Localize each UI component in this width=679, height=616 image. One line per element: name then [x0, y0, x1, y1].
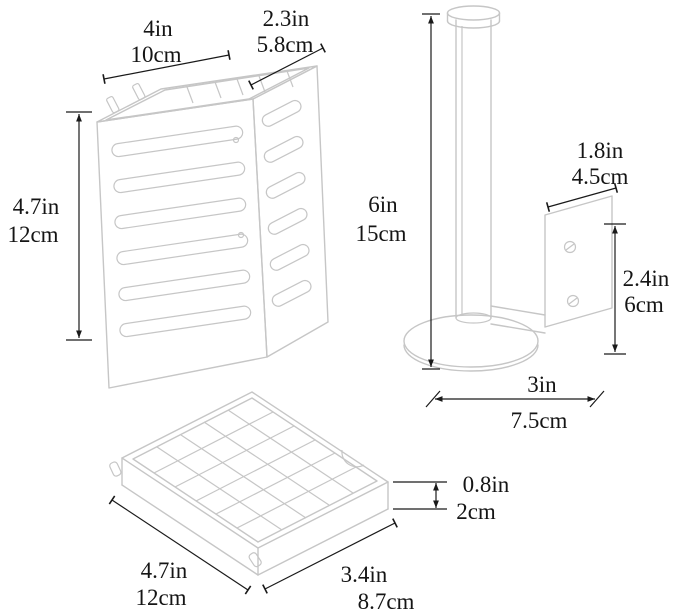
basket-front-slots: [111, 125, 252, 338]
base-width-cm-label: 7.5cm: [511, 408, 568, 433]
holder-height-cm-label: 15cm: [355, 221, 406, 246]
basket-rivet: [232, 136, 240, 144]
base-width-ext-right: [589, 390, 605, 408]
tray-length-cm-label: 12cm: [135, 585, 186, 610]
tray-thickness-cm-label: 2cm: [456, 499, 496, 524]
basket-height-in-label: 4.7in: [13, 194, 60, 219]
basket-side-slots: [261, 99, 312, 307]
tray-notch: [341, 449, 365, 468]
basket-width-dim-line: [102, 50, 231, 84]
basket-tab: [106, 96, 120, 114]
tray-width-dim-line: [262, 518, 398, 594]
plate-height-cm-label: 6cm: [624, 292, 664, 317]
tray-width-in-label: 3.4in: [341, 562, 388, 587]
tray-tab: [248, 552, 262, 568]
basket-rivet: [237, 231, 245, 239]
plate-width-in-label: 1.8in: [577, 138, 624, 163]
tray-grid-long: [156, 409, 354, 531]
basket-width-cm-label: 10cm: [130, 42, 181, 67]
tray-dimensions: 0.8in 2cm 4.7in 12cm 3.4in 8.7cm: [108, 472, 510, 614]
plate-width-cm-label: 4.5cm: [572, 164, 629, 189]
tray-length-dim-line: [108, 495, 252, 595]
tray-tab: [109, 461, 122, 477]
basket-height-cm-label: 12cm: [7, 222, 58, 247]
base-width-ext-left: [425, 390, 441, 408]
wall-plate: [544, 195, 613, 328]
screw-hole: [566, 294, 580, 308]
tray-grid-short: [153, 411, 357, 529]
basket-depth-in-label: 2.3in: [263, 6, 310, 31]
screw-hole: [563, 240, 577, 254]
holder-dimensions: 6in 15cm 1.8in 4.5cm 2.4in 6cm 3in 7.5cm: [355, 13, 670, 433]
basket-depth-cm-label: 5.8cm: [257, 32, 314, 57]
holder-height-in-label: 6in: [368, 192, 398, 217]
tray-width-cm-label: 8.7cm: [358, 589, 415, 614]
basket-width-in-label: 4in: [143, 16, 173, 41]
basket-depth-dim-line: [248, 43, 326, 90]
plate-width-dim-line: [545, 183, 619, 212]
paper-towel-holder-sketch: [403, 5, 613, 372]
base-width-in-label: 3in: [527, 372, 557, 397]
tray-thickness-in-label: 0.8in: [463, 472, 510, 497]
plate-height-in-label: 2.4in: [623, 266, 670, 291]
utensil-basket-sketch: [96, 65, 329, 389]
basket-dimensions: 4in 10cm 2.3in 5.8cm 4.7in 12cm: [7, 6, 326, 341]
basket-tab: [132, 83, 146, 101]
tray-length-in-label: 4.7in: [141, 558, 188, 583]
